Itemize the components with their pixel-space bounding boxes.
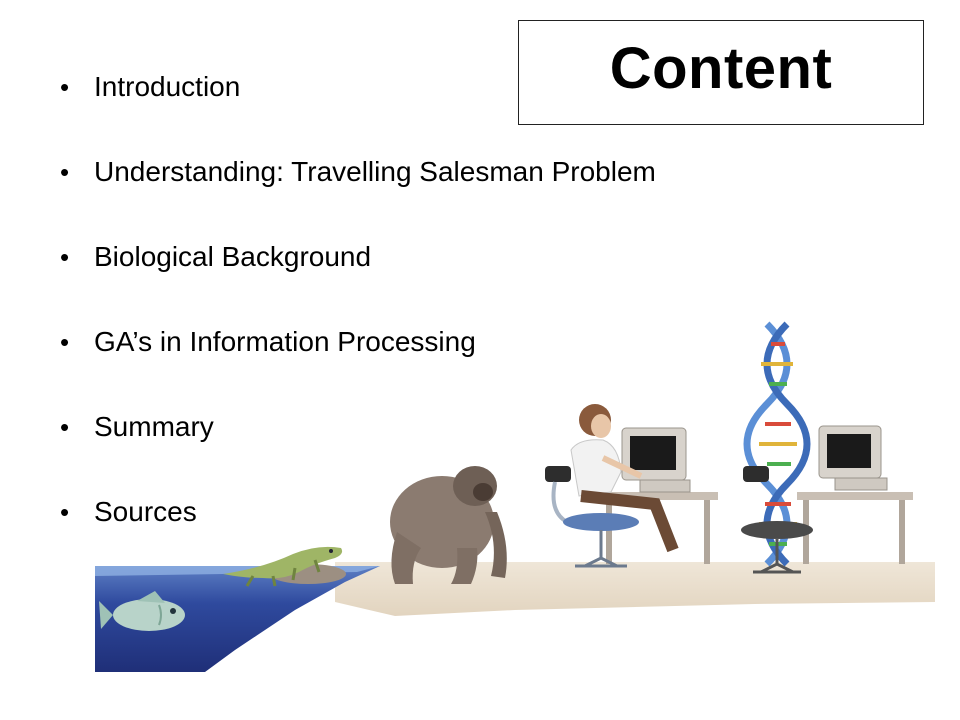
dna-at-computer-icon xyxy=(741,321,813,574)
human-at-computer-icon xyxy=(545,404,679,568)
slide-title: Content xyxy=(609,36,833,101)
desk-right xyxy=(797,425,913,564)
bullet-dot-icon: • xyxy=(60,412,70,442)
bullet-label: Introduction xyxy=(94,71,241,102)
bullet-item-introduction: • Introduction xyxy=(58,62,656,147)
bullet-item-ga: • GA’s in Information Processing xyxy=(58,317,656,402)
bullet-dot-icon: • xyxy=(60,327,70,357)
bullet-item-tsp: • Understanding: Travelling Salesman Prob… xyxy=(58,147,656,232)
bullet-dot-icon: • xyxy=(60,242,70,272)
bullet-dot-icon: • xyxy=(60,72,70,102)
bullet-label: Sources xyxy=(94,496,197,527)
desk-left xyxy=(600,427,718,564)
evolution-illustration xyxy=(95,321,935,672)
bullet-dot-icon: • xyxy=(60,497,70,527)
water xyxy=(95,566,380,672)
bullet-label: Understanding: Travelling Salesman Probl… xyxy=(94,156,656,187)
lizard-icon xyxy=(223,546,343,587)
bullet-dot-icon: • xyxy=(60,157,70,187)
bullet-label: GA’s in Information Processing xyxy=(94,326,476,357)
bullet-label: Biological Background xyxy=(94,241,372,272)
bullet-item-sources: • Sources xyxy=(58,487,656,572)
gorilla-icon xyxy=(390,466,507,584)
bullet-item-biological: • Biological Background xyxy=(58,232,656,317)
bullet-item-summary: • Summary xyxy=(58,402,656,487)
title-box: Content xyxy=(518,20,924,125)
sand-ground xyxy=(335,562,935,616)
bullet-label: Summary xyxy=(94,411,214,442)
bullet-list: • Introduction • Understanding: Travelling… xyxy=(58,62,656,572)
fish-icon xyxy=(99,591,185,631)
